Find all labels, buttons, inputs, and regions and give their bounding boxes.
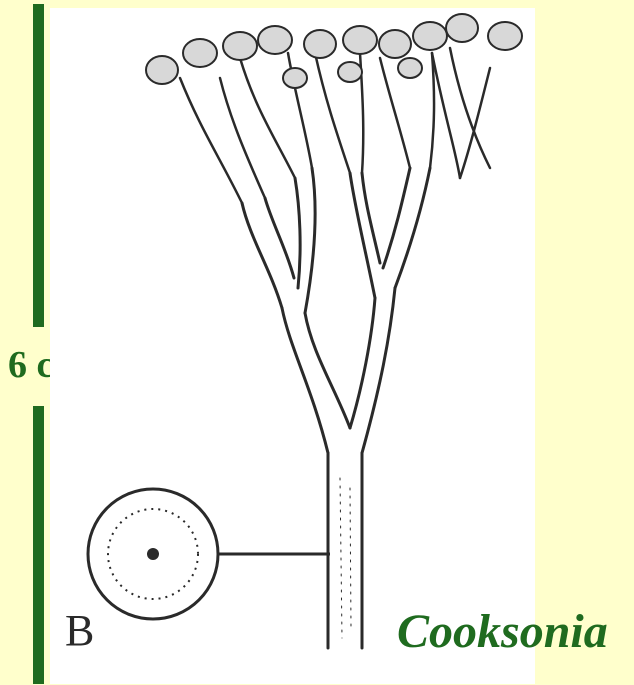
stem-branch-right xyxy=(350,288,395,453)
figure-letter: B xyxy=(65,605,94,656)
illustration-panel xyxy=(50,8,535,684)
main-stem xyxy=(328,453,362,648)
cooksonia-drawing xyxy=(50,8,535,684)
sporangia xyxy=(146,14,522,88)
stem-cross-section xyxy=(88,489,330,619)
stem-branch-left xyxy=(282,308,350,453)
genus-caption: Cooksonia xyxy=(397,604,608,659)
